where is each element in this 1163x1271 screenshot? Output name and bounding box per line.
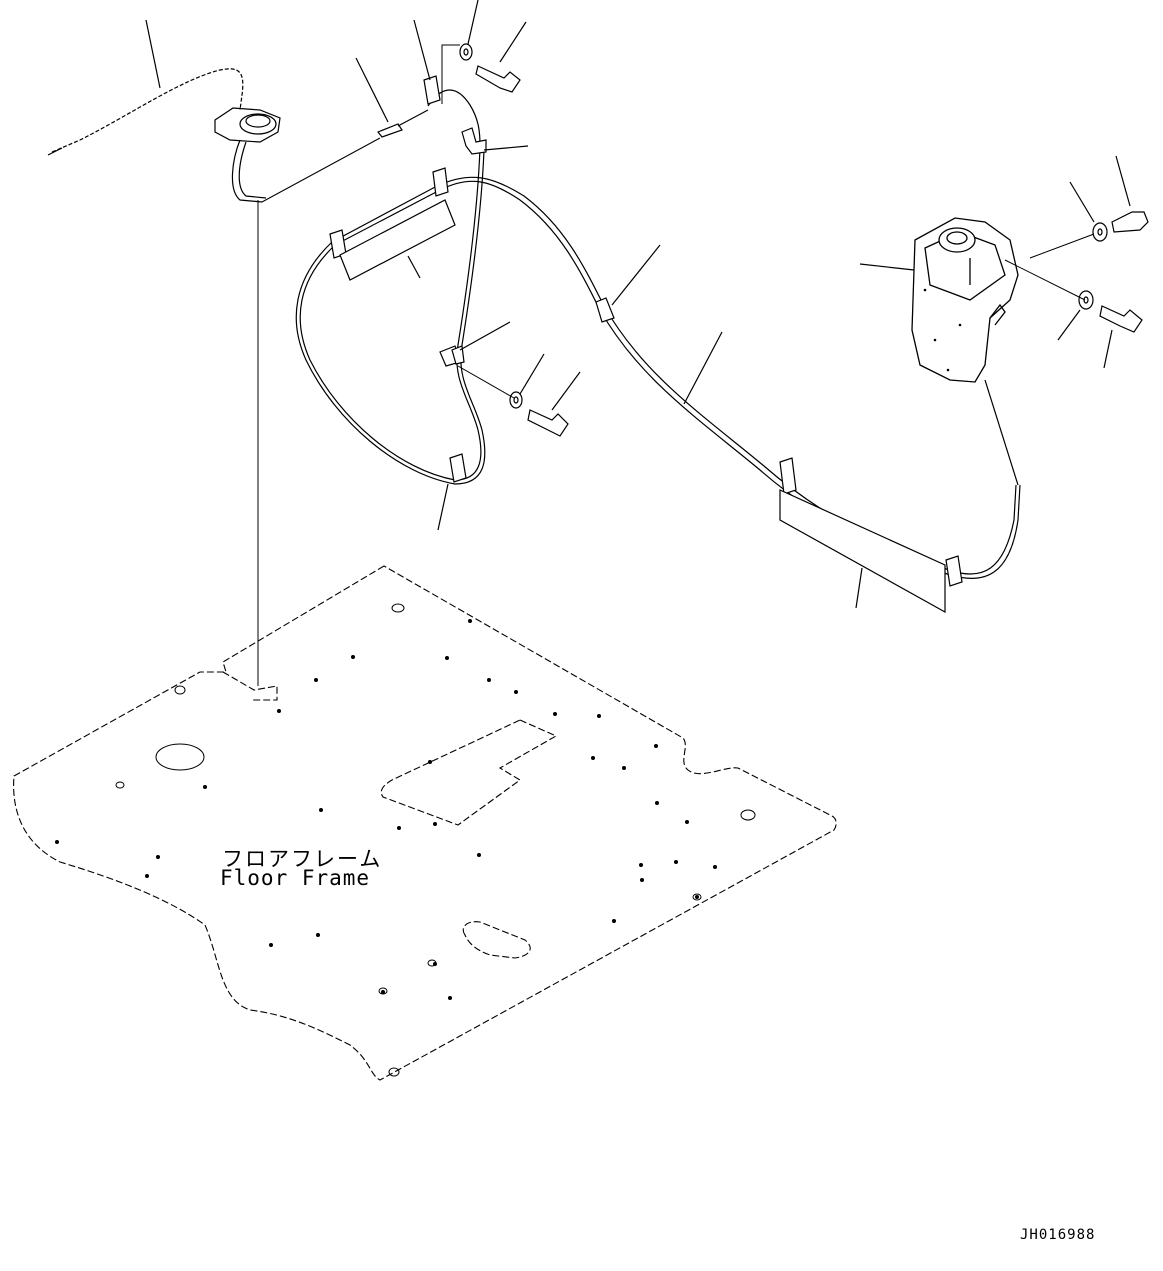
bolt-1 (475, 65, 521, 93)
floor-frame-oval-cutout (462, 921, 531, 959)
sleeve-left (339, 199, 456, 281)
washer-nozzle-assembly (47, 68, 481, 203)
clip-right-2 (945, 555, 963, 587)
floor-frame-label-en: Floor Frame (220, 866, 371, 890)
washer-tank (911, 217, 1019, 383)
bolt-4 (1099, 305, 1143, 333)
nozzle-body (214, 107, 281, 143)
harness-clips (329, 75, 963, 587)
floor-frame-bolt-holes (55, 619, 717, 1000)
floor-frame-center-cutout (380, 719, 558, 826)
clip-lower-left (449, 453, 467, 483)
bolt-3 (1111, 211, 1149, 233)
floor-frame (13, 565, 837, 1081)
nozzle-connector (377, 123, 403, 138)
floor-frame-outline (13, 565, 837, 1081)
bolt-2 (527, 409, 569, 437)
sleeve-right (779, 489, 946, 614)
floor-frame-large-hole (115, 603, 756, 1077)
clip-upper (461, 127, 487, 155)
clip-right-1 (779, 457, 797, 495)
bolts-washers (459, 43, 1149, 437)
clip-top-right (432, 167, 449, 197)
harness-sleeves (339, 199, 946, 614)
floor-frame-label-jp: フロアフレーム (222, 847, 383, 871)
washer-hose-harness (295, 147, 1021, 579)
drawing-id: JH016988 (1020, 1227, 1096, 1243)
nozzle-tube-dashed (51, 68, 244, 153)
callout-leaders (145, 0, 1131, 609)
clip-top (423, 75, 441, 105)
floor-frame-notch (222, 671, 278, 701)
clip-mid-right (595, 297, 615, 323)
